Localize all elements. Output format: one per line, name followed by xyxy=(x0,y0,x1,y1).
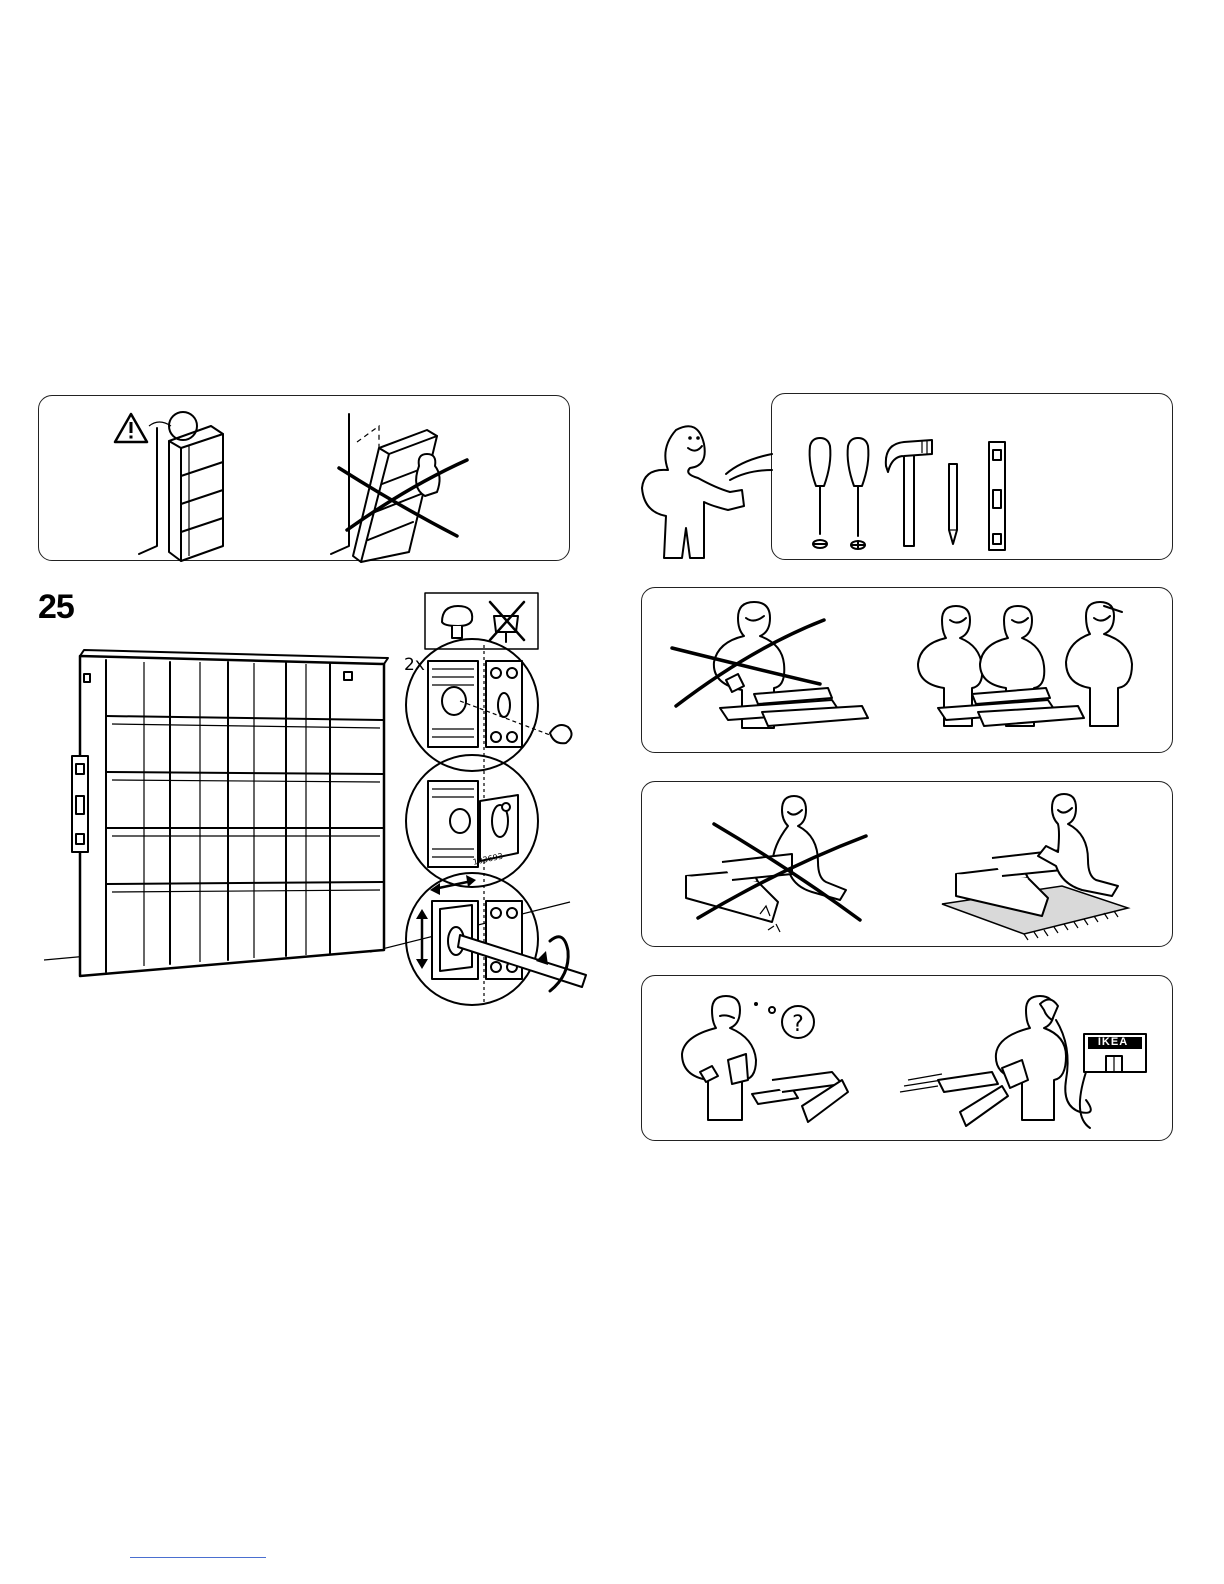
two-person-panel xyxy=(641,587,1173,753)
detail-circle-attach-bracket xyxy=(406,755,538,887)
anchored-bookcase xyxy=(169,426,223,561)
detail-circle-adjust-screw xyxy=(406,873,586,1005)
safety-panel xyxy=(38,395,570,561)
phillips-screwdriver-icon xyxy=(848,438,869,549)
kneeling-person-figure-right xyxy=(1038,794,1118,896)
help-panel: ? xyxy=(641,975,1173,1141)
confused-person-figure xyxy=(682,996,756,1120)
tools-panel xyxy=(771,393,1173,560)
footer-rule xyxy=(130,1557,266,1558)
phoning-person-figure xyxy=(996,996,1091,1120)
flat-screwdriver-icon xyxy=(810,438,831,548)
pencil-icon xyxy=(949,464,957,544)
hammer-icon xyxy=(886,440,932,546)
figure-pointing xyxy=(638,418,768,568)
spirit-level-icon xyxy=(72,756,88,852)
help-illustration: ? xyxy=(642,976,1174,1142)
spirit-level-icon xyxy=(989,442,1005,550)
ikea-sign-text: IKEA xyxy=(1086,1036,1140,1048)
question-mark: ? xyxy=(792,1012,804,1037)
fitting-detail-circles xyxy=(400,645,600,1005)
soft-surface-panel xyxy=(641,781,1173,947)
two-person-illustration xyxy=(642,588,1174,754)
fitting-choice-box xyxy=(424,592,539,650)
warning-triangle-icon xyxy=(115,414,147,442)
tools-illustration xyxy=(772,394,1174,561)
detail-circle-insert-plug xyxy=(406,639,572,771)
shelving-unit xyxy=(80,650,388,976)
safety-illustration xyxy=(39,396,571,562)
soft-surface-illustration xyxy=(642,782,1174,948)
